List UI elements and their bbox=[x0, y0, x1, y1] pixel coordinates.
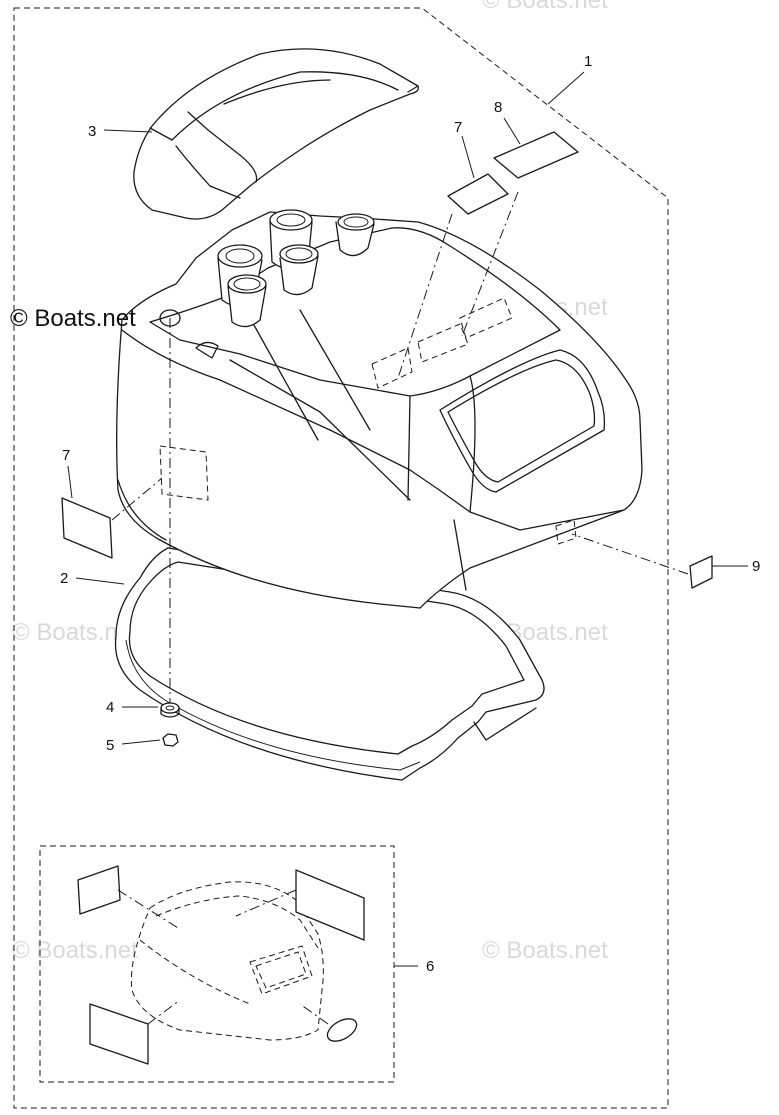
washer-4[interactable] bbox=[160, 702, 180, 718]
leader-7-side bbox=[67, 465, 73, 499]
watermark-top: © Boats.net bbox=[482, 0, 608, 14]
label-8-top[interactable] bbox=[493, 131, 579, 179]
callout-7-side[interactable]: 7 bbox=[62, 447, 70, 464]
leader-1 bbox=[547, 71, 585, 105]
callout-9[interactable]: 9 bbox=[752, 558, 760, 575]
intake-tubes bbox=[217, 209, 375, 328]
top-cover[interactable] bbox=[133, 48, 419, 220]
leader-8 bbox=[503, 117, 521, 145]
leader-7-top-to-cowl bbox=[397, 213, 453, 379]
leader-8-top-to-cowl bbox=[461, 191, 519, 337]
label-kit-box[interactable] bbox=[39, 845, 395, 1083]
leader-2 bbox=[75, 577, 125, 585]
callout-4[interactable]: 4 bbox=[106, 699, 114, 716]
leader-7-side-to-cowl bbox=[111, 477, 163, 521]
label-9[interactable] bbox=[689, 555, 713, 589]
leader-5 bbox=[121, 739, 161, 745]
callout-2[interactable]: 2 bbox=[60, 570, 68, 587]
callout-6[interactable]: 6 bbox=[426, 958, 434, 975]
leader-7-top bbox=[461, 135, 475, 179]
callout-8[interactable]: 8 bbox=[494, 99, 502, 116]
leader-3 bbox=[103, 129, 153, 133]
callout-1[interactable]: 1 bbox=[584, 53, 592, 70]
label-7-top[interactable] bbox=[447, 173, 509, 215]
callout-5[interactable]: 5 bbox=[106, 737, 114, 754]
watermark-bottom-right: © Boats.net bbox=[482, 937, 608, 964]
watermark-main: © Boats.net bbox=[10, 305, 136, 332]
label-7-side[interactable] bbox=[61, 497, 113, 559]
top-cowling[interactable] bbox=[116, 211, 643, 609]
assembly-boundary bbox=[13, 7, 669, 1109]
callout-7-top[interactable]: 7 bbox=[454, 119, 462, 136]
callout-3[interactable]: 3 bbox=[88, 123, 96, 140]
watermark-kit: © Boats.net bbox=[12, 937, 138, 964]
leader-9-to-cowl bbox=[571, 533, 689, 575]
nut-5[interactable] bbox=[162, 733, 179, 747]
seal-ring[interactable] bbox=[114, 547, 545, 781]
